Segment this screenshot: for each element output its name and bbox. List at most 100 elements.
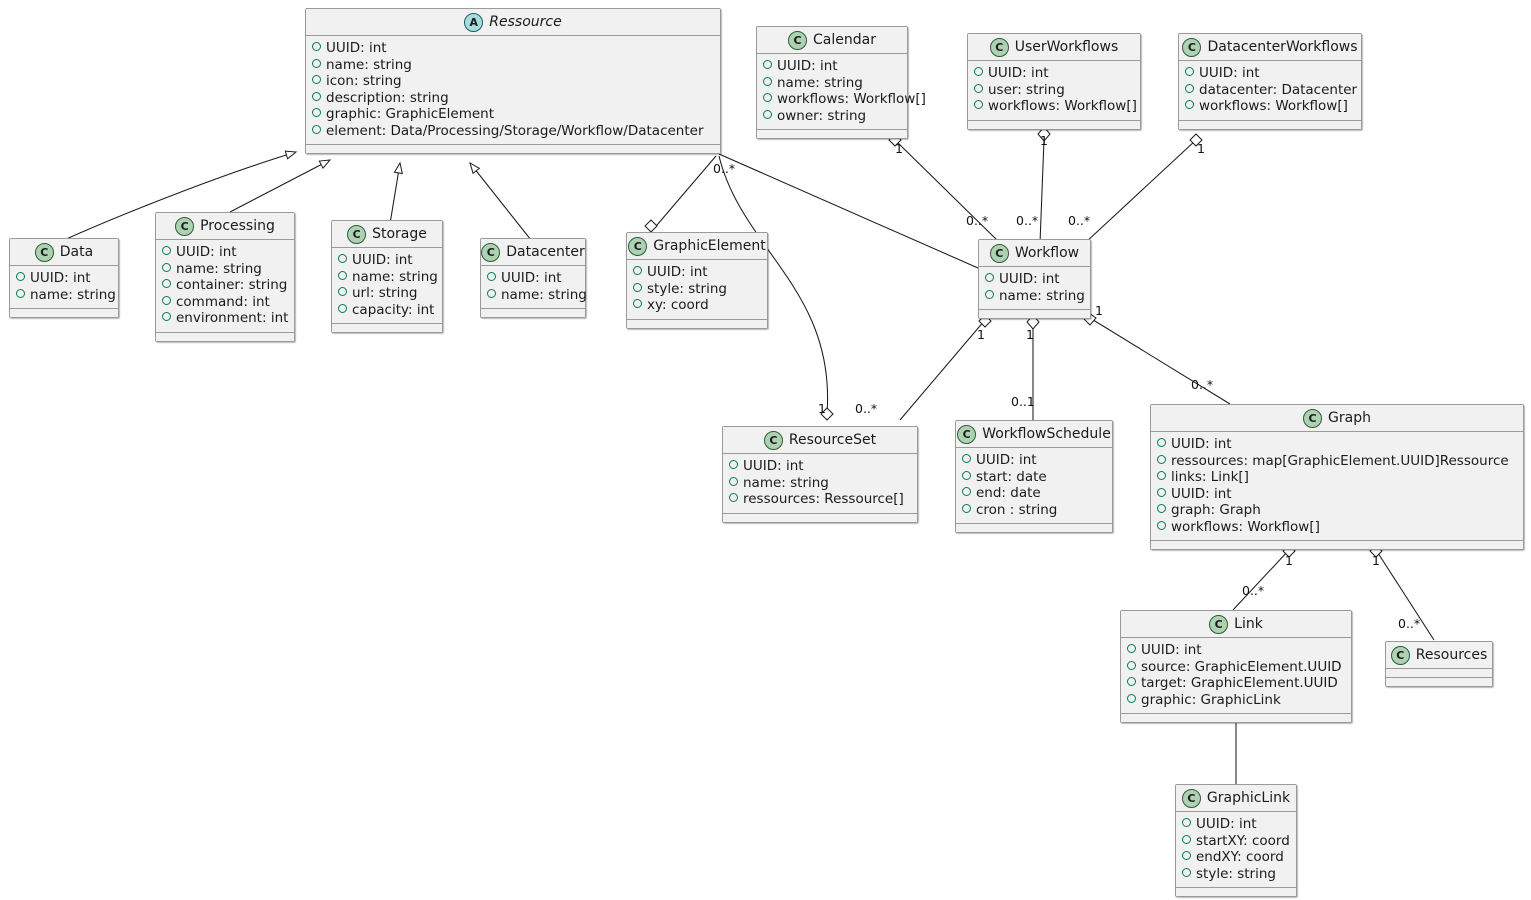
class-stereotype-icon: C: [481, 242, 501, 262]
class-data[interactable]: C Data UUID: int name: string: [9, 238, 119, 318]
attribute-label: UUID: int: [999, 271, 1060, 287]
class-header: C Resources: [1386, 642, 1492, 669]
class-datacenterworkflows[interactable]: C DatacenterWorkflows UUID: int datacent…: [1178, 33, 1362, 130]
attribute-row: UUID: int: [985, 271, 1084, 288]
class-processing[interactable]: C Processing UUID: int name: string cont…: [155, 212, 295, 342]
class-header: C Link: [1121, 611, 1351, 638]
public-visibility-icon: [1182, 867, 1191, 877]
class-graph[interactable]: C Graph UUID: int ressources: map[Graphi…: [1150, 404, 1524, 550]
attribute-row: UUID: int: [162, 244, 288, 261]
public-visibility-icon: [16, 288, 25, 298]
public-visibility-icon: [974, 67, 983, 76]
attribute-row: source: GraphicElement.UUID: [1127, 659, 1345, 676]
class-title: Data: [59, 244, 94, 260]
class-title: WorkflowSchedule: [982, 426, 1111, 442]
attribute-row: workflows: Workflow[]: [1157, 519, 1517, 536]
public-visibility-icon: [162, 295, 171, 305]
attribute-row: style: string: [633, 281, 761, 298]
attribute-label: ressources: map[GraphicElement.UUID]Ress…: [1171, 452, 1509, 469]
public-visibility-icon: [1157, 454, 1166, 464]
class-methods-compartment: [1151, 541, 1523, 549]
attribute-row: capacity: int: [338, 302, 436, 319]
class-title: Ressource: [489, 14, 562, 30]
attribute-label: command: int: [176, 293, 270, 310]
class-methods-compartment: [10, 309, 118, 317]
class-stereotype-icon: C: [989, 37, 1009, 57]
edge-processing-inherits-ressource: [229, 159, 332, 213]
edge-datacenterworkflows-to-workflow: [1084, 139, 1197, 244]
public-visibility-icon: [1157, 487, 1166, 497]
class-header: C WorkflowSchedule: [956, 421, 1112, 448]
attribute-label: xy: coord: [647, 297, 709, 313]
attribute-row: target: GraphicElement.UUID: [1127, 675, 1345, 692]
attribute-label: UUID: int: [501, 270, 562, 286]
attribute-row: UUID: int: [974, 65, 1134, 82]
class-attributes: UUID: int name: string: [481, 266, 587, 309]
edge-graph-to-link: [1232, 549, 1290, 611]
public-visibility-icon: [16, 272, 25, 281]
multiplicity-label: 1: [895, 141, 903, 156]
attribute-label: end: date: [976, 485, 1041, 501]
attribute-row: name: string: [729, 475, 911, 492]
class-ressource[interactable]: A Ressource UUID: int name: string icon:…: [305, 8, 721, 154]
attribute-label: UUID: int: [1196, 816, 1257, 832]
public-visibility-icon: [338, 303, 347, 313]
class-attributes: UUID: int ressources: map[GraphicElement…: [1151, 432, 1523, 541]
class-graphicelement[interactable]: C GraphicElement UUID: int style: string…: [626, 232, 768, 329]
attribute-row: environment: int: [162, 310, 288, 327]
class-header: C Graph: [1151, 405, 1523, 432]
class-header: C DatacenterWorkflows: [1179, 34, 1361, 61]
class-datacenter[interactable]: C Datacenter UUID: int name: string: [480, 238, 587, 318]
public-visibility-icon: [338, 254, 347, 263]
class-resourceset[interactable]: C ResourceSet UUID: int name: string res…: [722, 426, 918, 523]
class-methods-compartment: [156, 332, 294, 341]
attribute-label: name: string: [30, 286, 116, 303]
public-visibility-icon: [162, 312, 171, 321]
attribute-label: graph: Graph: [1171, 502, 1261, 518]
attribute-label: UUID: int: [1171, 436, 1232, 452]
class-header: C Datacenter: [481, 239, 585, 266]
class-workflow[interactable]: C Workflow UUID: int name: string: [978, 239, 1091, 319]
class-calendar[interactable]: C Calendar UUID: int name: string workfl…: [756, 26, 926, 139]
multiplicity-label: 1: [818, 401, 826, 416]
class-stereotype-icon: C: [1390, 645, 1410, 665]
attribute-row: workflows: Workflow[]: [1185, 98, 1355, 115]
attribute-row: UUID: int: [487, 270, 579, 287]
class-userworkflows[interactable]: C UserWorkflows UUID: int user: string w…: [967, 33, 1141, 130]
class-methods-compartment: [1121, 714, 1351, 722]
public-visibility-icon: [962, 487, 971, 496]
attribute-row: UUID: int: [1157, 436, 1517, 453]
attribute-label: workflows: Workflow[]: [1199, 98, 1348, 114]
public-visibility-icon: [1127, 660, 1136, 670]
class-resources[interactable]: C Resources: [1385, 641, 1493, 687]
class-title: DatacenterWorkflows: [1207, 39, 1358, 55]
class-stereotype-icon: C: [989, 243, 1009, 263]
public-visibility-icon: [1127, 693, 1136, 703]
attribute-label: name: string: [352, 268, 438, 285]
class-header: A Ressource: [306, 9, 720, 36]
multiplicity-label: 0..*: [1242, 583, 1265, 598]
attribute-row: workflows: Workflow[]: [974, 98, 1137, 115]
class-graphiclink[interactable]: C GraphicLink UUID: int startXY: coord e…: [1175, 784, 1297, 897]
attribute-row: graphic: GraphicElement: [312, 106, 714, 123]
attribute-row: icon: string: [312, 73, 714, 90]
public-visibility-icon: [162, 246, 171, 255]
attribute-label: name: string: [501, 286, 587, 303]
class-link[interactable]: C Link UUID: int source: GraphicElement.…: [1120, 610, 1352, 723]
class-attributes: UUID: int name: string: [979, 267, 1090, 310]
public-visibility-icon: [633, 299, 642, 308]
attribute-row: UUID: int: [729, 458, 911, 475]
attribute-label: url: string: [352, 285, 418, 301]
attribute-row: ressources: Ressource[]: [729, 491, 911, 508]
public-visibility-icon: [962, 503, 971, 513]
class-storage[interactable]: C Storage UUID: int name: string url: st…: [331, 220, 443, 333]
public-visibility-icon: [763, 60, 772, 69]
public-visibility-icon: [162, 262, 171, 272]
class-workflowschedule[interactable]: C WorkflowSchedule UUID: int start: date…: [955, 420, 1113, 533]
class-methods-compartment: [723, 513, 917, 522]
attribute-row: cron : string: [962, 502, 1106, 519]
attribute-row: start: date: [962, 469, 1106, 486]
attribute-row: graphic: GraphicLink: [1127, 692, 1345, 709]
abstract-stereotype-icon: A: [464, 12, 484, 32]
